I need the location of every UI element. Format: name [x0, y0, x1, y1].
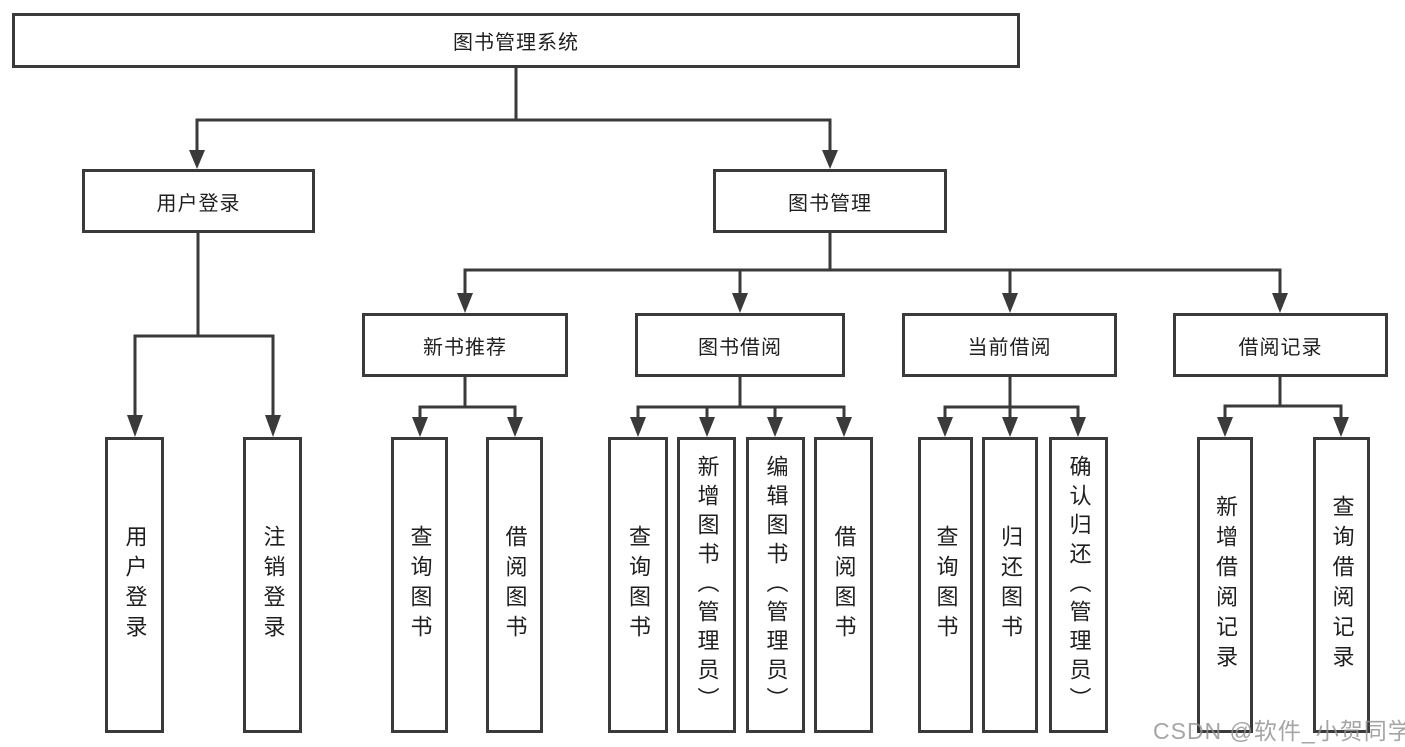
- leaf-query-borrow-record: 查询借阅记录: [1313, 437, 1370, 733]
- node-label: 借阅图书: [502, 525, 528, 645]
- leaf-edit-books-admin: 编辑图书（管理员）: [746, 437, 805, 733]
- node-label: 新增图书（管理员）: [694, 454, 720, 716]
- node-label: 借阅记录: [1238, 336, 1323, 359]
- node-label: 图书管理: [788, 192, 872, 215]
- node-label: 图书管理系统: [453, 32, 579, 54]
- node-new-book-recommend: 新书推荐: [362, 313, 568, 377]
- leaf-confirm-return-admin: 确认归还（管理员）: [1049, 437, 1108, 733]
- node-label: 编辑图书（管理员）: [763, 454, 789, 716]
- node-label: 查询图书: [626, 525, 651, 645]
- node-borrowing-records: 借阅记录: [1173, 313, 1388, 377]
- leaf-return-books: 归还图书: [982, 437, 1038, 733]
- node-label: 借阅图书: [831, 525, 857, 645]
- leaf-add-borrow-record: 新增借阅记录: [1197, 437, 1253, 733]
- node-label: 图书借阅: [698, 336, 782, 359]
- leaf-user-login: 用户登录: [105, 437, 164, 733]
- arrowheads: [127, 150, 1349, 437]
- leaf-query-books-recommend: 查询图书: [391, 437, 448, 733]
- edge-userlogin-to-children: [133, 232, 275, 422]
- leaf-query-books-current: 查询图书: [918, 437, 973, 733]
- edge-current-to-children: [943, 377, 1080, 422]
- node-current-borrowing: 当前借阅: [902, 313, 1117, 377]
- node-label: 确认归还（管理员）: [1066, 454, 1092, 716]
- node-label: 用户登录: [122, 525, 148, 645]
- node-label: 注销登录: [260, 525, 286, 645]
- node-label: 用户登录: [156, 192, 241, 215]
- node-library-system: 图书管理系统: [12, 13, 1020, 68]
- node-book-management: 图书管理: [713, 169, 947, 233]
- watermark: CSDN @软件_小贺同学: [1153, 718, 1405, 744]
- edge-borrow-to-children: [636, 377, 846, 422]
- leaf-borrow-books-recommend: 借阅图书: [486, 437, 543, 733]
- leaf-borrow-books: 借阅图书: [814, 437, 873, 733]
- edge-records-to-children: [1223, 377, 1343, 422]
- node-user-login: 用户登录: [82, 169, 315, 233]
- edge-bookmgmt-to-level3: [463, 233, 1282, 298]
- edge-newbook-to-children: [418, 377, 517, 422]
- node-label: 新增借阅记录: [1213, 495, 1238, 675]
- node-label: 当前借阅: [967, 336, 1052, 359]
- node-book-borrowing: 图书借阅: [635, 313, 845, 377]
- node-label: 归还图书: [998, 525, 1023, 645]
- node-label: 查询图书: [407, 525, 433, 645]
- edge-root-to-level2: [195, 68, 832, 156]
- node-label: 新书推荐: [423, 336, 507, 359]
- leaf-add-books-admin: 新增图书（管理员）: [677, 437, 736, 733]
- leaf-query-books-borrow: 查询图书: [608, 437, 668, 733]
- leaf-logout: 注销登录: [243, 437, 302, 733]
- node-label: 查询借阅记录: [1329, 495, 1355, 675]
- node-label: 查询图书: [933, 525, 959, 645]
